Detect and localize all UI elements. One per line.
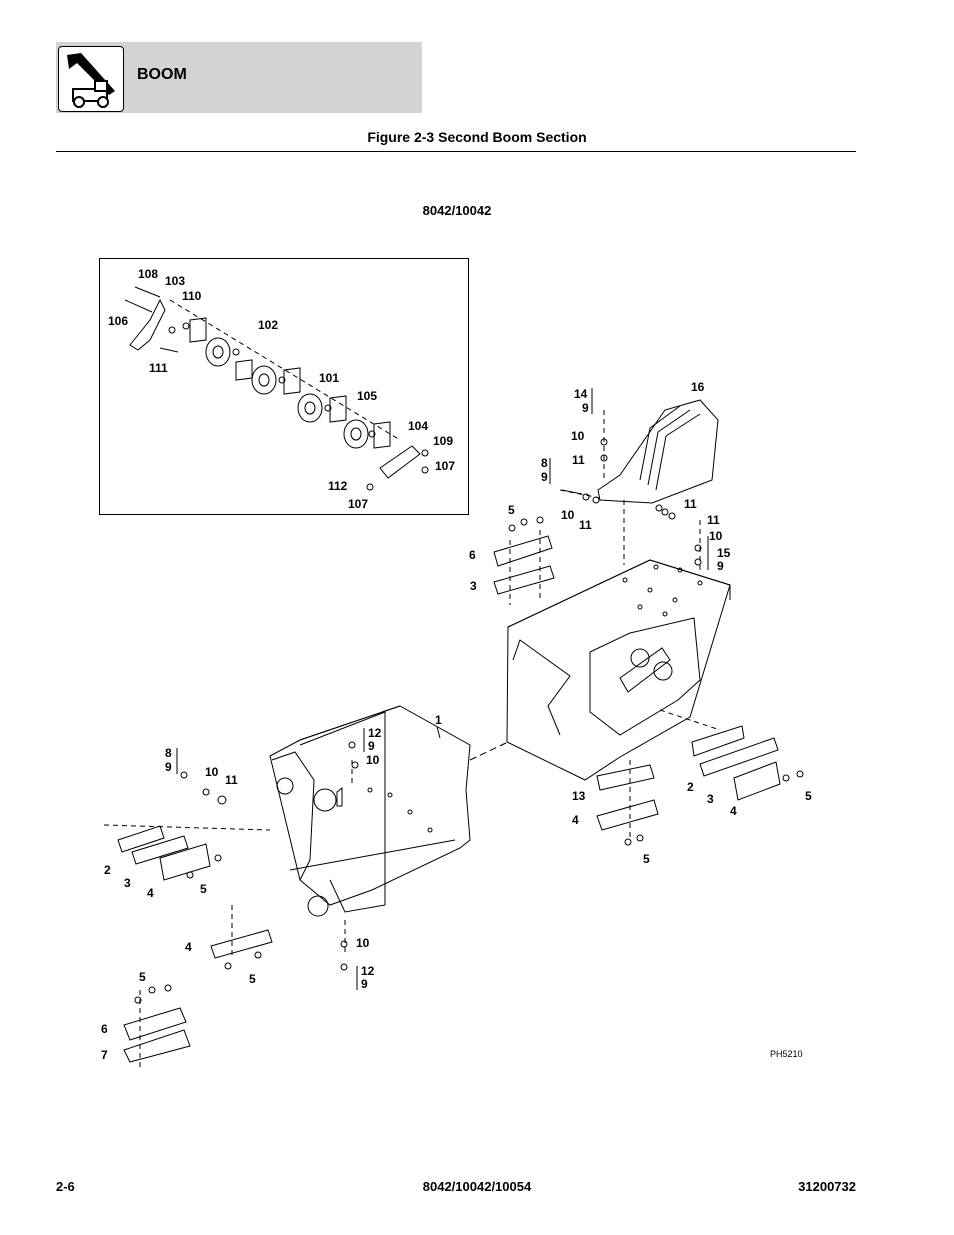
- footer-page-number: 2-6: [56, 1179, 75, 1194]
- callout-main-25: 2: [104, 863, 111, 877]
- callout-main-0: 14: [574, 387, 588, 401]
- callout-inset-6: 101: [319, 371, 339, 385]
- callout-inset-0: 108: [138, 267, 158, 281]
- callout-main-34: 4: [730, 804, 737, 818]
- section-title: BOOM: [137, 66, 187, 83]
- callout-inset-2: 110: [182, 289, 202, 303]
- callout-inset-11: 112: [328, 479, 348, 493]
- callout-inset-9: 109: [433, 434, 453, 448]
- model-label: 8042/10042: [422, 203, 492, 218]
- callout-main-10: 11: [707, 513, 720, 527]
- callout-main-31: 5: [643, 852, 650, 866]
- left-wear-pads: [103, 824, 273, 1070]
- callout-main-37: 5: [249, 972, 256, 986]
- callout-main-35: 5: [805, 789, 812, 803]
- drawing-id: PH5210: [770, 1049, 803, 1059]
- footer-models: 8042/10042/10054: [422, 1179, 532, 1194]
- callout-main-9: 11: [684, 497, 697, 511]
- main-callout-labels: 14 9 16 10 11 8 9 10 11 11 11 10 15 9 5 …: [101, 380, 812, 1062]
- callout-main-13: 9: [717, 559, 724, 573]
- callout-main-43: 7: [101, 1048, 108, 1062]
- callout-main-7: 10: [561, 508, 575, 522]
- callout-inset-7: 105: [357, 389, 377, 403]
- callout-main-22: 9: [165, 760, 172, 774]
- telehandler-icon: [58, 46, 124, 112]
- leader-lines: [176, 388, 709, 990]
- callout-main-8: 11: [579, 518, 592, 532]
- callout-main-19: 9: [368, 739, 375, 753]
- callout-main-26: 3: [124, 876, 131, 890]
- boom-head-section: [506, 399, 731, 781]
- callout-main-33: 3: [707, 792, 714, 806]
- callout-inset-4: 111: [149, 361, 168, 375]
- header-rule: [56, 151, 856, 152]
- callout-main-41: 5: [139, 970, 146, 984]
- callout-main-27: 4: [147, 886, 154, 900]
- callout-main-15: 6: [469, 548, 476, 562]
- callout-inset-12: 107: [348, 497, 368, 511]
- boom-base-section: [269, 705, 509, 955]
- callout-main-1: 9: [582, 401, 589, 415]
- callout-main-2: 16: [691, 380, 705, 394]
- callout-main-12: 15: [717, 546, 731, 560]
- callout-main-24: 11: [225, 773, 238, 787]
- inset-sheave-assembly: [124, 286, 429, 491]
- callout-main-6: 9: [541, 470, 548, 484]
- callout-main-18: 12: [368, 726, 382, 740]
- callout-main-36: 4: [185, 940, 192, 954]
- callout-main-20: 10: [366, 753, 380, 767]
- callout-main-5: 8: [541, 456, 548, 470]
- callout-main-42: 6: [101, 1022, 108, 1036]
- callout-main-11: 10: [709, 529, 723, 543]
- callout-main-40: 9: [361, 977, 368, 991]
- callout-main-4: 11: [572, 453, 585, 467]
- callout-main-32: 2: [687, 780, 694, 794]
- callout-main-29: 13: [572, 789, 586, 803]
- callout-main-3: 10: [571, 429, 585, 443]
- hardware-bolts: [134, 438, 804, 1004]
- callout-inset-5: 102: [258, 318, 278, 332]
- callout-main-30: 4: [572, 813, 579, 827]
- sheave-inset-frame: [99, 258, 469, 515]
- figure-title: Figure 2-3 Second Boom Section: [367, 129, 587, 145]
- callout-main-16: 3: [470, 579, 477, 593]
- callout-inset-8: 104: [408, 419, 428, 433]
- callout-main-21: 8: [165, 746, 172, 760]
- inset-callout-labels: 108 103 110 106 111 102 101 105 104 109 …: [108, 267, 455, 511]
- callout-inset-1: 103: [165, 274, 185, 288]
- right-side-pads: [596, 709, 781, 840]
- callout-main-23: 10: [205, 765, 219, 779]
- footer-doc-number: 31200732: [798, 1179, 856, 1194]
- upper-wear-pads: [493, 530, 555, 605]
- callout-main-38: 10: [356, 936, 370, 950]
- callout-inset-10: 107: [435, 459, 455, 473]
- callout-main-14: 5: [508, 503, 515, 517]
- callout-main-39: 12: [361, 964, 375, 978]
- callout-inset-3: 106: [108, 314, 128, 328]
- callout-main-17: 1: [435, 713, 442, 727]
- callout-main-28: 5: [200, 882, 207, 896]
